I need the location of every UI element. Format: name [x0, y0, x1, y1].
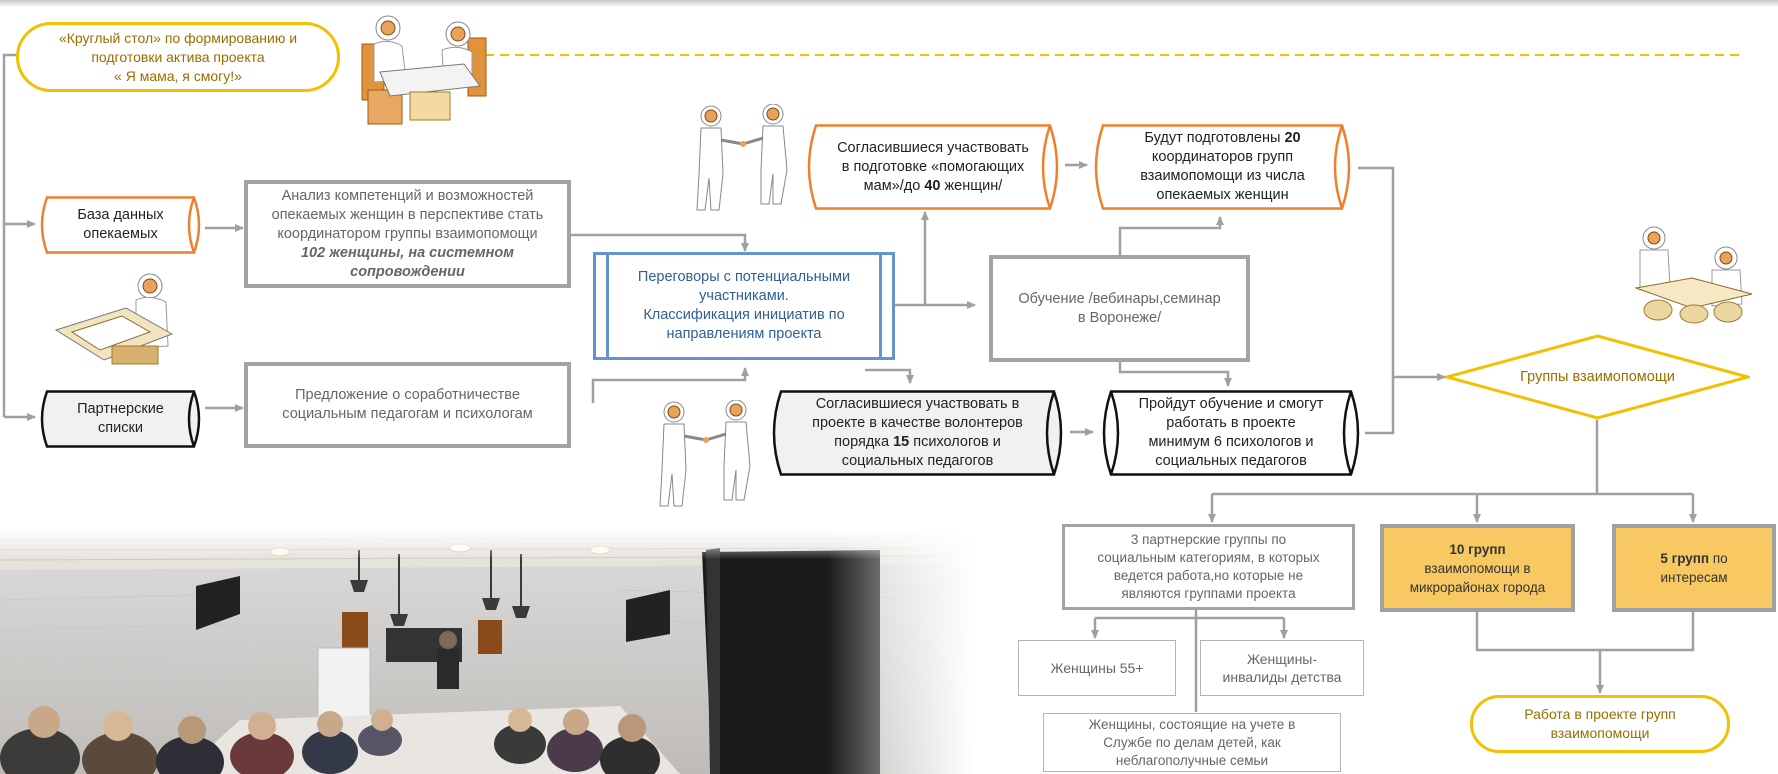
ten-groups-line2: взаимопомощи в — [1424, 560, 1531, 576]
training-line1: Обучение /вебинары,семинар — [1018, 290, 1221, 307]
women-55-label: Женщины 55+ — [1050, 660, 1144, 676]
volunteers-cylinder: Согласившиеся участвовать в проекте в ка… — [765, 390, 1070, 476]
agreed-moms-count: 40 — [924, 177, 941, 194]
volunteers-line3-a: порядка — [834, 434, 894, 450]
women-disabled-line2: инвалиды детства — [1222, 669, 1342, 685]
coordinators-line4: опекаемых женщин — [1156, 187, 1289, 203]
negotiations-line4: направлениям проекта — [666, 326, 822, 342]
round-table-line1: «Круглый стол» по формированию и — [58, 29, 298, 46]
work-groups-box: Работа в проекте групп взаимопомощи — [1470, 695, 1730, 753]
db-wards-line1: База данных — [77, 207, 164, 223]
seminar-photo — [0, 530, 974, 774]
partner-groups-line3: ведется работа,но которые не — [1113, 568, 1304, 583]
round-table-line2: подготовки актива проекта — [91, 48, 265, 65]
agreed-moms-line1: Согласившиеся участвовать — [837, 139, 1029, 156]
five-groups-line1-b: по — [1709, 551, 1728, 566]
coordinators-line3: взаимопомощи из числа — [1140, 168, 1305, 184]
analysis-line1: Анализ компетенций и возможностей — [281, 187, 534, 204]
agreed-moms-line2: в подготовке «помогающих — [841, 158, 1025, 175]
proposal-box: Предложение о соработничестве социальным… — [244, 362, 571, 448]
agreed-moms-line3-c: женщин/ — [940, 177, 1003, 194]
negotiations-box: Переговоры с потенциальными участниками.… — [593, 252, 895, 360]
women-registered-line2: Службе по делам детей, как — [1103, 734, 1281, 750]
trained-line2: работать в проекте — [1166, 415, 1296, 431]
volunteers-count: 15 — [893, 434, 910, 450]
women-disabled-box: Женщины- инвалиды детства — [1200, 640, 1364, 696]
handshake-people-icon-2 — [656, 400, 758, 510]
volunteers-line1: Согласившиеся участвовать в — [815, 396, 1020, 412]
round-table-box: «Круглый стол» по формированию и подгото… — [16, 22, 340, 92]
partner-groups-line4: являются группами проекта — [1121, 586, 1296, 601]
training-box: Обучение /вебинары,семинар в Воронеже/ — [989, 255, 1250, 362]
trained-line1: Пройдут обучение и смогут — [1138, 396, 1324, 412]
ten-groups-line3: микрорайонах города — [1409, 579, 1546, 595]
ten-groups-line1: 10 групп — [1449, 541, 1506, 557]
five-groups-line2: интересам — [1660, 570, 1728, 585]
desk-worker-icon — [52, 272, 182, 368]
coordinators-cylinder: Будут подготовлены 20 координаторов груп… — [1087, 124, 1358, 210]
partner-groups-box: 3 партнерские группы по социальным катег… — [1062, 524, 1355, 610]
women-registered-line1: Женщины, состоящие на учете в — [1088, 716, 1296, 732]
trained-line3: минимум 6 психологов и — [1148, 434, 1314, 450]
ten-groups-box: 10 групп взаимопомощи в микрорайонах гор… — [1380, 524, 1575, 612]
partner-lists-line2: списки — [98, 420, 143, 436]
mutual-groups-diamond: Группы взаимопомощи — [1445, 334, 1750, 420]
five-groups-line1: 5 групп по — [1660, 549, 1727, 568]
negotiations-line2: участниками. — [699, 288, 789, 304]
analysis-line3: координатором группы взаимопомощи — [277, 225, 538, 242]
round-table-line3: « Я мама, я смогу!» — [114, 67, 242, 84]
women-registered-line3: неблагополучные семьи — [1115, 752, 1269, 768]
partner-lists-cylinder: Партнерские списки — [35, 390, 206, 448]
coordinators-count: 20 — [1284, 130, 1301, 146]
women-disabled-line1: Женщины- — [1246, 651, 1318, 667]
negotiations-line1: Переговоры с потенциальными — [637, 269, 851, 285]
five-groups-box: 5 групп по интересам — [1612, 524, 1776, 612]
analysis-line5: сопровождении — [350, 263, 465, 280]
top-border — [0, 0, 1778, 6]
agreed-moms-line3: мам»/до 40 женщин/ — [864, 177, 1003, 196]
partner-groups-line1: 3 партнерские группы по — [1130, 532, 1287, 547]
meeting-group-icon — [1628, 224, 1756, 324]
volunteers-line4: социальных педагогов — [841, 453, 994, 469]
coordinators-line2: координаторов групп — [1151, 149, 1294, 165]
coordinators-line1: Будут подготовлены 20 — [1144, 129, 1300, 148]
agreed-moms-cylinder: Согласившиеся участвовать в подготовке «… — [800, 124, 1066, 210]
proposal-line1: Предложение о соработничестве — [295, 387, 520, 403]
five-groups-count: 5 групп — [1660, 551, 1710, 566]
women-registered-box: Женщины, состоящие на учете в Службе по … — [1043, 713, 1341, 772]
db-wards-line2: опекаемых — [83, 226, 158, 242]
meeting-table-icon — [360, 10, 490, 126]
analysis-box: Анализ компетенций и возможностей опекае… — [244, 180, 571, 288]
volunteers-line3: порядка 15 психологов и — [834, 433, 1001, 452]
coordinators-line1-a: Будут подготовлены — [1144, 130, 1285, 146]
proposal-line2: социальным педагогам и психологам — [282, 406, 533, 422]
partner-groups-line2: социальным категориям, в которых — [1097, 550, 1320, 565]
agreed-moms-line3-a: мам»/до — [863, 177, 925, 194]
volunteers-line2: проекте в качестве волонтеров — [812, 415, 1023, 431]
trained-cylinder: Пройдут обучение и смогут работать в про… — [1095, 390, 1367, 476]
analysis-line2: опекаемых женщин в перспективе стать — [271, 206, 544, 223]
handshake-people-icon — [693, 104, 795, 214]
mutual-groups-label: Группы взаимопомощи — [1520, 369, 1675, 385]
work-groups-line2: взаимопомощи — [1550, 725, 1650, 741]
women-55-box: Женщины 55+ — [1018, 640, 1176, 696]
trained-line4: социальных педагогов — [1155, 453, 1307, 469]
partner-lists-line1: Партнерские — [77, 401, 164, 417]
training-line2: в Воронеже/ — [1077, 309, 1162, 326]
volunteers-line3-c: психологов и — [909, 434, 1001, 450]
negotiations-line3: Классификация инициатив по — [643, 307, 845, 323]
work-groups-line1: Работа в проекте групп — [1524, 706, 1676, 722]
db-wards-cylinder: База данных опекаемых — [35, 196, 206, 254]
analysis-line4: 102 женщины, на системном — [300, 244, 514, 261]
